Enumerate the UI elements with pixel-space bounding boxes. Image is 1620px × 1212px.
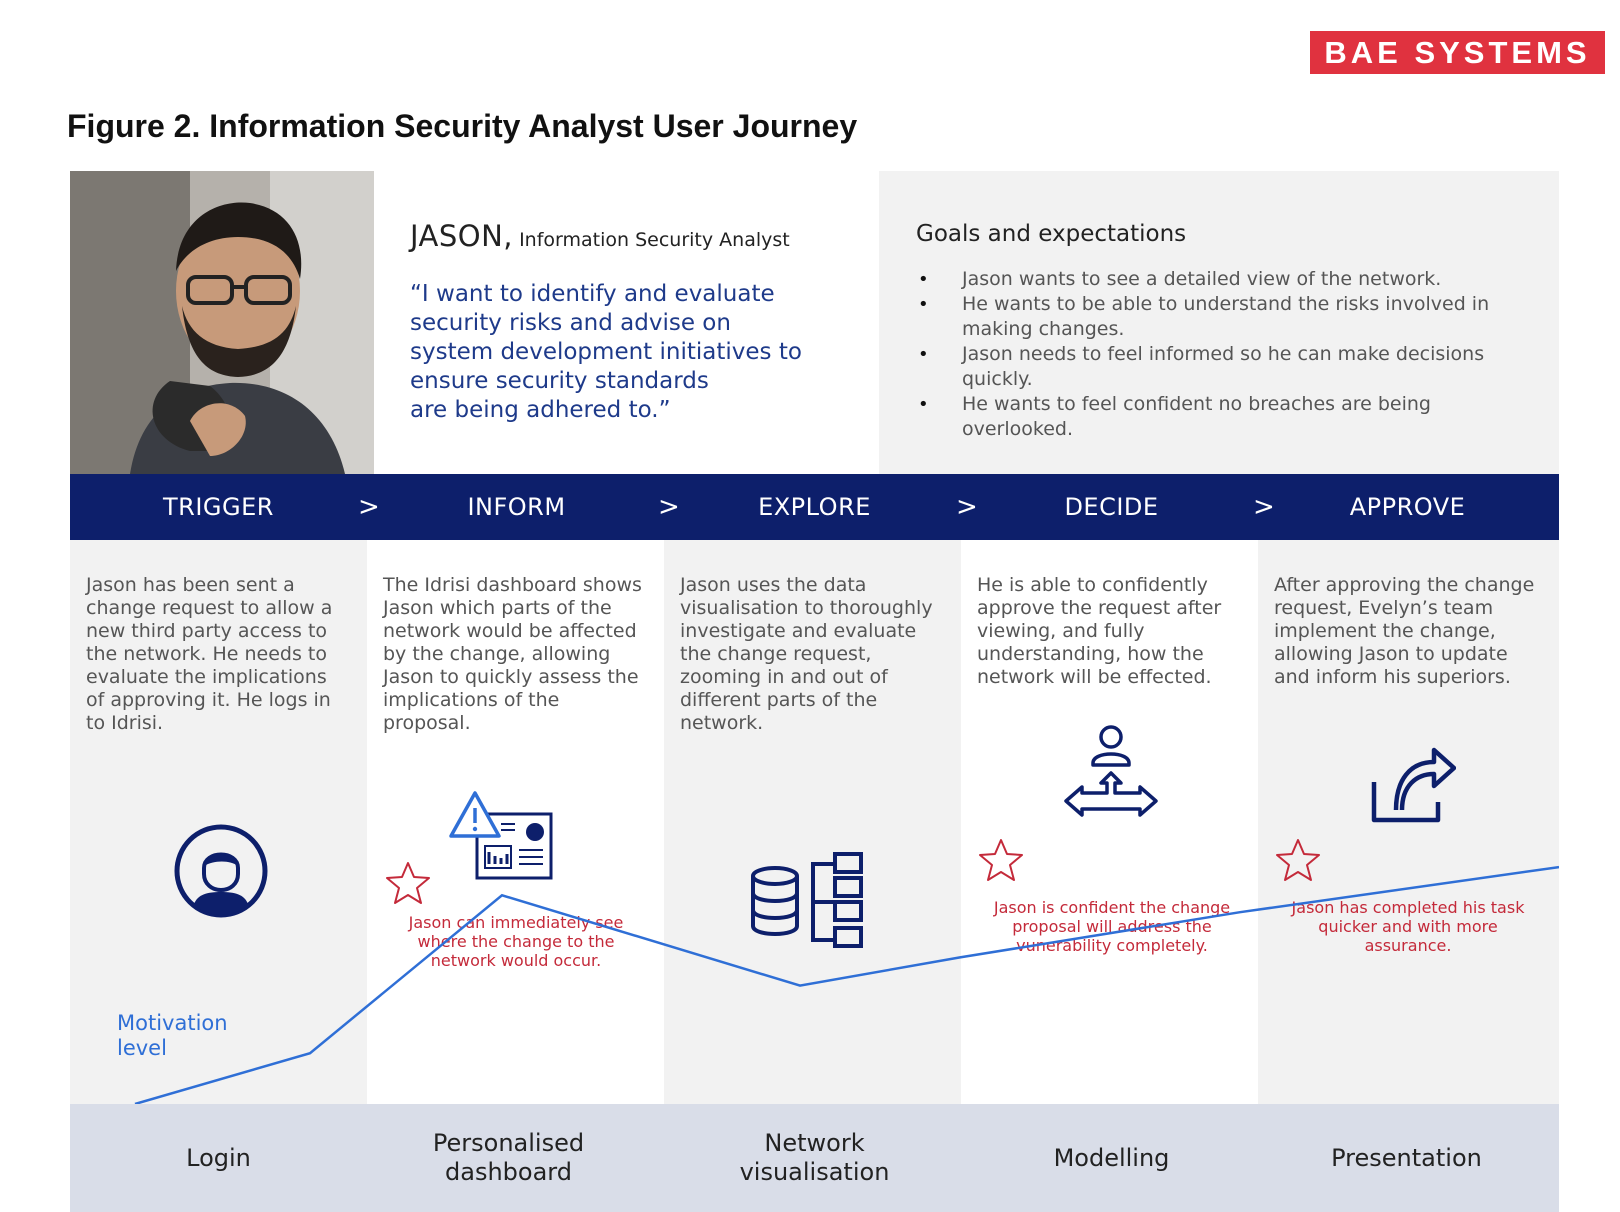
stage-column-inform: The Idrisi dashboard shows Jason which p… <box>367 540 664 1104</box>
dashboard-alert-icon <box>449 791 553 880</box>
stage-decide: DECIDE <box>1064 493 1159 521</box>
chevron-right-icon: > <box>658 492 680 522</box>
goals-panel: Goals and expectations Jason wants to se… <box>879 171 1559 474</box>
stage-bar: TRIGGER > INFORM > EXPLORE > DECIDE > AP… <box>70 474 1559 540</box>
stage-description: Jason has been sent a change request to … <box>86 574 333 734</box>
tools-row: Login Personalised dashboard Network vis… <box>70 1104 1559 1212</box>
tool-label: Presentation <box>1331 1143 1482 1172</box>
goals-list: Jason wants to see a detailed view of th… <box>916 267 1516 442</box>
tool-network-visualisation: Network visualisation <box>666 1104 963 1212</box>
stage-description: Jason uses the data visualisation to tho… <box>680 574 933 734</box>
stage-note: Jason can immediately see where the chan… <box>408 913 624 970</box>
star-icon <box>979 839 1023 881</box>
stage-trigger: TRIGGER <box>163 493 274 521</box>
tool-label: Login <box>186 1143 251 1172</box>
stage-description: The Idrisi dashboard shows Jason which p… <box>383 574 642 734</box>
bae-systems-logo: BAE SYSTEMS <box>1310 31 1605 74</box>
stage-column-approve: After approving the change request, Evel… <box>1258 540 1559 1104</box>
user-circle-icon <box>174 824 268 918</box>
database-tree-icon <box>751 852 863 948</box>
figure-title: Figure 2. Information Security Analyst U… <box>67 108 858 144</box>
goal-item: Jason needs to feel informed so he can m… <box>916 342 1516 392</box>
stage-description: He is able to confidently approve the re… <box>977 574 1222 688</box>
persona-role: Information Security Analyst <box>519 229 790 251</box>
tool-label: Modelling <box>1053 1143 1170 1172</box>
stage-note: Jason has completed his task quicker and… <box>1291 898 1525 955</box>
chevron-right-icon: > <box>358 492 380 522</box>
persona-photo-image <box>70 171 374 474</box>
tool-label: Personalised dashboard <box>432 1129 585 1186</box>
goal-item: Jason wants to see a detailed view of th… <box>916 267 1516 292</box>
tool-modelling: Modelling <box>963 1104 1260 1212</box>
stage-approve: APPROVE <box>1349 493 1466 521</box>
stage-column-explore: Jason uses the data visualisation to tho… <box>664 540 961 1104</box>
motivation-line <box>134 865 1559 1104</box>
stage-description: After approving the change request, Evel… <box>1274 574 1535 688</box>
goal-item: He wants to be able to understand the ri… <box>916 292 1516 342</box>
stage-note: Jason is confident the change proposal w… <box>993 898 1231 955</box>
star-icon <box>386 862 430 904</box>
stage-explore: EXPLORE <box>758 493 871 521</box>
stage-inform: INFORM <box>467 493 566 521</box>
persona-first-name: JASON, <box>410 219 514 253</box>
share-arrow-icon <box>1371 747 1456 823</box>
stage-column-decide: He is able to confidently approve the re… <box>961 540 1258 1104</box>
chevron-right-icon: > <box>956 492 978 522</box>
persona-card: JASON, Information Security Analyst “I w… <box>374 171 879 474</box>
stage-column-trigger: Jason has been sent a change request to … <box>70 540 367 1104</box>
goals-title: Goals and expectations <box>916 221 1187 247</box>
goal-item: He wants to feel confident no breaches a… <box>916 392 1516 442</box>
persona-photo <box>70 171 374 474</box>
user-decision-icon <box>1064 725 1158 817</box>
tool-presentation: Presentation <box>1258 1104 1555 1212</box>
motivation-level-label: Motivation level <box>117 1011 228 1060</box>
tool-personalised-dashboard: Personalised dashboard <box>360 1104 657 1212</box>
chevron-right-icon: > <box>1253 492 1275 522</box>
tool-label: Network visualisation <box>739 1129 890 1186</box>
tool-login: Login <box>70 1104 367 1212</box>
motivation-line-chart <box>134 865 1559 1104</box>
persona-name: JASON, Information Security Analyst <box>410 219 790 253</box>
persona-quote: “I want to identify and evaluate securit… <box>410 281 802 423</box>
star-icon <box>1276 839 1320 881</box>
